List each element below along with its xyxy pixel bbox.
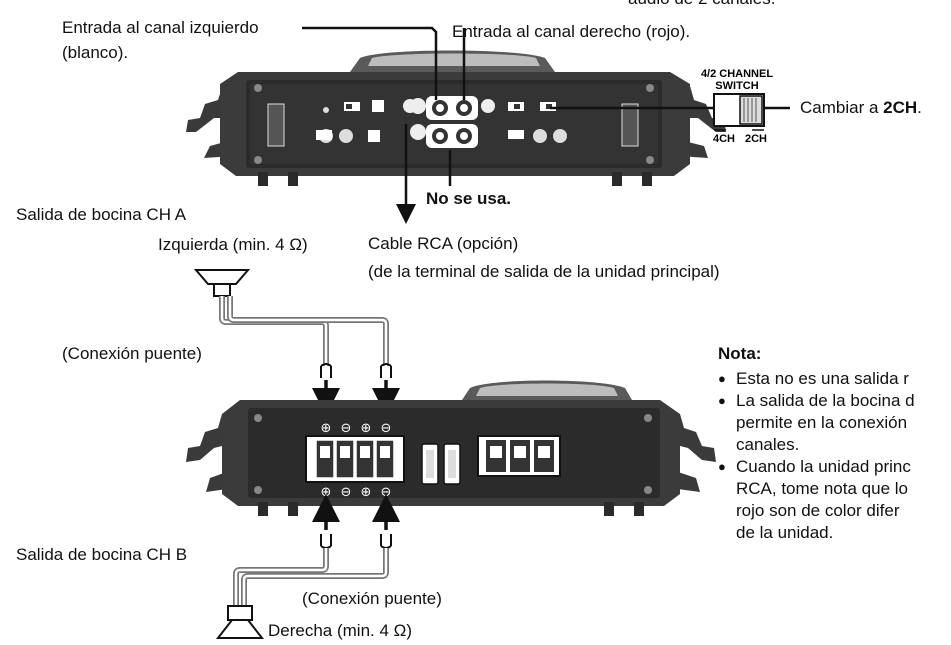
switch-title-line1: 4/2 CHANNEL: [701, 68, 773, 80]
polarity-minus-bottom-1: ⊖: [341, 485, 352, 500]
note-list: Esta no es una salida r La salida de la …: [718, 368, 915, 544]
left-speaker: [193, 269, 251, 297]
bottom-up-arrows: [312, 494, 400, 530]
channel-switch-detail: 4/2 CHANNEL SWITCH 4CH 2CH: [701, 68, 773, 145]
switch-instruction-suffix: .: [917, 98, 922, 117]
left-input-label: Entrada al canal izquierdo: [62, 18, 259, 37]
polarity-plus-bottom-1: ⊕: [321, 485, 332, 500]
not-used-label: No se usa.: [426, 189, 512, 208]
switch-instruction-mode: 2CH: [883, 98, 918, 117]
polarity-plus-bottom-2: ⊕: [361, 485, 372, 500]
polarity-minus-top-1: ⊖: [341, 421, 352, 436]
switch-instruction: Cambiar a 2CH.: [800, 97, 922, 119]
top-amplifier: [186, 50, 726, 186]
right-speaker-label: Derecha (min. 4 Ω): [268, 621, 413, 640]
note-item-text: Cuando la unidad princ: [736, 457, 911, 476]
rca-source-label: (de la terminal de salida de la unidad p…: [368, 262, 720, 281]
note-item-continuation: canales.: [736, 435, 800, 454]
note-heading: Nota:: [718, 344, 762, 363]
polarity-minus-bottom-2: ⊖: [381, 485, 392, 500]
left-speaker-label: Izquierda (min. 4 Ω): [158, 235, 308, 254]
rca-cable-label: Cable RCA (opción): [368, 234, 519, 253]
note-item-continuation: RCA, tome nota que lo: [736, 479, 908, 498]
switch-instruction-prefix: Cambiar a: [800, 98, 884, 117]
right-speaker: [215, 605, 265, 639]
polarity-plus-top-1: ⊕: [321, 421, 332, 436]
note-item: La salida de la bocina d permite en la co…: [718, 390, 915, 456]
note-item: Esta no es una salida r: [718, 368, 915, 390]
switch-pos-2ch: 2CH: [745, 133, 767, 145]
bridge-connection-bottom-label: (Conexión puente): [302, 589, 442, 608]
header-partial-text: audio de 2 canales.: [628, 0, 775, 10]
switch-pos-4ch: 4CH: [713, 133, 735, 145]
note-item-continuation: de la unidad.: [736, 523, 834, 542]
top-wires: [219, 296, 389, 366]
right-input-label: Entrada al canal derecho (rojo).: [452, 22, 691, 41]
polarity-minus-top-2: ⊖: [381, 421, 392, 436]
note-item-text: Esta no es una salida r: [736, 369, 909, 388]
speaker-out-b-label: Salida de bocina CH B: [16, 545, 188, 564]
bottom-amplifier: ⊕ ⊖ ⊕ ⊖ ⊕ ⊖ ⊕ ⊖: [186, 380, 716, 516]
bridge-connection-top-label: (Conexión puente): [62, 344, 202, 363]
left-input-color-label: (blanco).: [62, 43, 129, 62]
top-spade-terminals: [320, 363, 392, 378]
note-item-continuation: permite en la conexión: [736, 413, 908, 432]
bottom-wires: [233, 548, 389, 606]
speaker-out-a-label: Salida de bocina CH A: [16, 205, 187, 224]
note-item-text: La salida de la bocina d: [736, 391, 915, 410]
note-item-continuation: rojo son de color difer: [736, 501, 900, 520]
bottom-spade-terminals: [320, 534, 392, 549]
polarity-plus-top-2: ⊕: [361, 421, 372, 436]
top-down-arrows: [312, 380, 400, 416]
switch-title-line2: SWITCH: [715, 80, 758, 92]
